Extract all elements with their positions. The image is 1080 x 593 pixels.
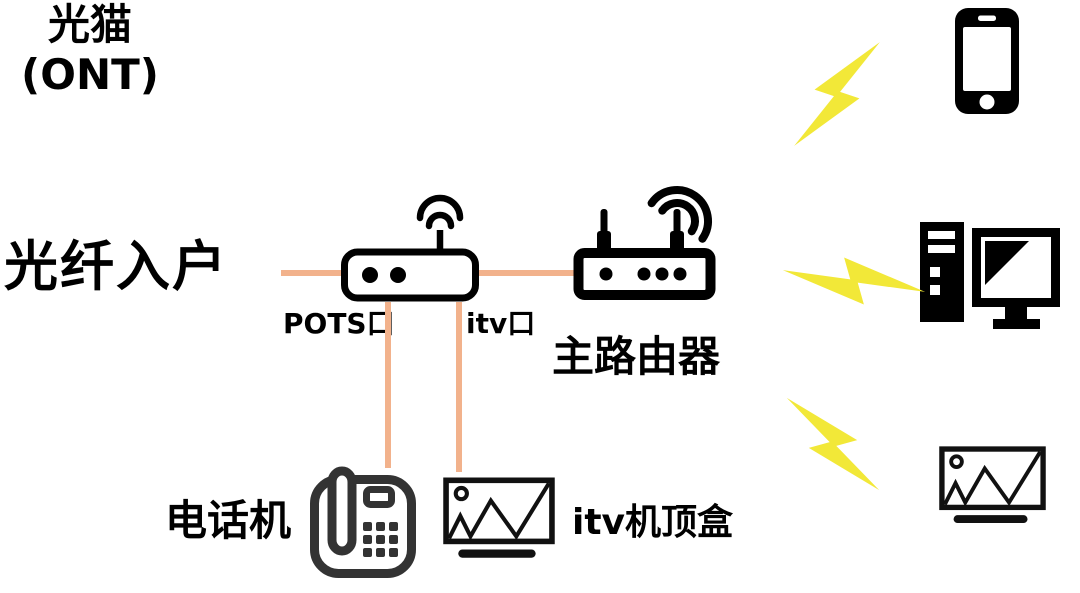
ont-label-line2: (ONT)	[21, 50, 159, 99]
wireless-tv-icon	[939, 446, 1046, 526]
ont-label: 光猫 (ONT)	[0, 0, 180, 100]
itv-port-label: itv口	[466, 307, 536, 340]
modem-wifi-icon	[340, 186, 480, 302]
desktop-computer-icon	[917, 220, 1063, 332]
itv-stb-tv-icon	[443, 477, 555, 561]
fiber-entry-label: 光纤入户	[4, 235, 228, 298]
itv-stb-label: itv机顶盒	[572, 502, 734, 543]
cable-ont-to-router	[477, 270, 580, 276]
ont-label-line1: 光猫	[47, 0, 132, 49]
main-router-label: 主路由器	[552, 332, 721, 381]
cable-fiber-to-ont	[281, 270, 347, 276]
telephone-icon	[305, 460, 420, 580]
telephone-label: 电话机	[165, 496, 292, 545]
wireless-bolt-to-computer-icon	[776, 203, 932, 360]
pots-port-label: POTS口	[283, 307, 395, 340]
wireless-router-icon	[572, 171, 722, 303]
cable-itv-to-stb	[456, 302, 462, 472]
cable-pots-to-telephone	[385, 302, 391, 468]
wireless-bolt-to-smartphone-icon	[786, 40, 888, 148]
wireless-bolt-to-tv-icon	[778, 396, 888, 492]
smartphone-icon	[953, 6, 1021, 116]
